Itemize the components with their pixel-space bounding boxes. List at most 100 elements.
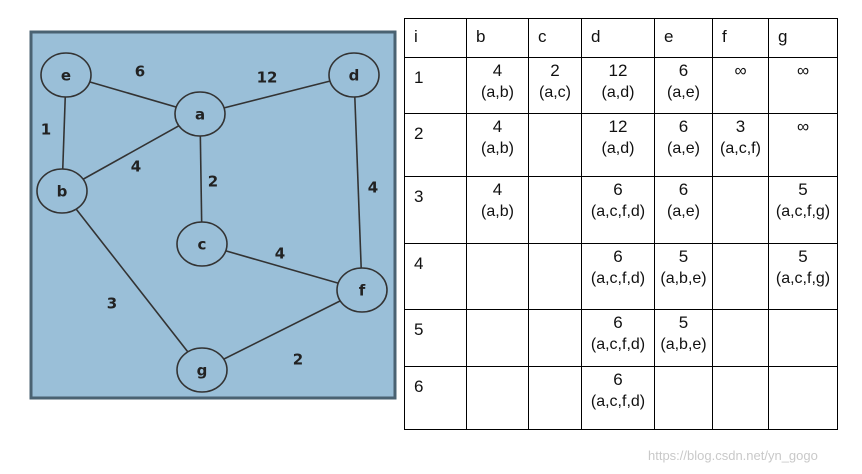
cell-b — [466, 243, 529, 310]
edge-d-f — [353, 74, 363, 291]
watermark-text: https://blog.csdn.net/yn_gogo — [648, 448, 818, 463]
row-index: 2 — [404, 113, 467, 177]
distance-value: 12 — [608, 117, 628, 136]
cell-f — [712, 366, 769, 430]
cell-c — [528, 113, 582, 177]
path-value: (a,c,f) — [720, 140, 761, 157]
distance-value: 12 — [608, 61, 628, 80]
cell-e: 6(a,e) — [654, 57, 713, 114]
cell-c: 2 (a,c) — [528, 57, 582, 114]
path-value: (a,c,f,d) — [590, 270, 646, 287]
path-value: (a,c,f,g) — [775, 270, 831, 287]
cell-b: 4 (a,b) — [466, 113, 529, 177]
edge-b-g — [61, 190, 203, 371]
distance-value: 6 — [613, 180, 623, 199]
distance-value: 6 — [613, 370, 623, 389]
node-e: e — [40, 52, 92, 98]
cell-d: 12 (a,d) — [581, 57, 655, 114]
column-header-c: c — [528, 18, 582, 58]
node-circle-g — [176, 347, 228, 393]
cell-g: ∞ — [768, 113, 838, 177]
cell-f: ∞ — [712, 57, 769, 114]
cell-d: 12(a,d) — [581, 113, 655, 177]
edge-weight-e-a: 6 — [135, 63, 145, 81]
path-value: (a,e) — [667, 140, 700, 157]
cell-g: 5 (a,c,f,g) — [768, 176, 838, 244]
edge-weight-a-c: 2 — [208, 173, 218, 191]
path-value: (a,b,e) — [660, 336, 707, 353]
node-circle-c — [176, 221, 228, 267]
node-circle-b — [36, 168, 88, 214]
path-value: (a,d) — [601, 84, 635, 101]
row-index: 3 — [404, 176, 467, 244]
cell-f: 3 (a,c,f) — [712, 113, 769, 177]
cell-c — [528, 309, 582, 367]
cell-d: 6(a,c,f,d) — [581, 309, 655, 367]
edge-a-d — [199, 74, 355, 115]
distance-value: 4 — [492, 61, 503, 80]
node-circle-d — [328, 52, 380, 98]
graph-background — [29, 30, 397, 400]
edge-weight-e-b: 1 — [41, 121, 51, 139]
node-a: a — [174, 91, 226, 137]
path-value: (a,b) — [481, 84, 514, 101]
distance-value: 6 — [678, 180, 689, 199]
distance-value: ∞ — [796, 117, 810, 136]
distance-value: 2 — [550, 61, 560, 80]
node-circle-e — [40, 52, 92, 98]
path-value: (a,c,f,d) — [590, 393, 646, 410]
node-label-c: c — [198, 236, 207, 254]
table-row-2: 2 4 (a,b) 12(a,d) 6 (a,e) 3 (a,c,f) ∞ — [404, 113, 838, 177]
cell-e — [654, 366, 713, 430]
path-value: (a,b,e) — [660, 270, 707, 287]
cell-e: 5(a,b,e) — [654, 243, 713, 310]
node-b: b — [36, 168, 88, 214]
path-value: (a,b) — [481, 140, 514, 157]
edge-g-f — [201, 289, 363, 371]
cell-c — [528, 243, 582, 310]
distance-value: 4 — [492, 180, 503, 199]
node-label-d: d — [349, 67, 360, 85]
node-c: c — [176, 221, 228, 267]
path-value: (a,c,f,g) — [775, 203, 831, 220]
distance-value: 6 — [613, 247, 623, 266]
cell-g: 5 (a,c,f,g) — [768, 243, 838, 310]
distance-value: 6 — [678, 117, 689, 136]
cell-b: 4 (a,b) — [466, 176, 529, 244]
column-header-b: b — [466, 18, 529, 58]
path-value: (a,e) — [667, 84, 700, 101]
row-index: 5 — [404, 309, 467, 367]
node-label-f: f — [359, 282, 366, 300]
cell-e: 6 (a,e) — [654, 113, 713, 177]
column-header-i: i — [404, 18, 467, 58]
cell-c — [528, 176, 582, 244]
distance-value: 3 — [735, 117, 746, 136]
distance-value: ∞ — [734, 61, 747, 80]
column-header-f: f — [712, 18, 769, 58]
distance-value: 5 — [798, 247, 808, 266]
column-header-e: e — [654, 18, 713, 58]
edge-b-a — [61, 113, 201, 192]
distance-value: 4 — [492, 117, 503, 136]
cell-d: 6(a,c,f,d) — [581, 176, 655, 244]
edge-weight-d-f: 4 — [368, 179, 378, 197]
cell-b — [466, 309, 529, 367]
edge-weight-b-a: 4 — [131, 158, 141, 176]
path-value: (a,c,f,d) — [590, 336, 646, 353]
column-header-g: g — [768, 18, 838, 58]
distance-value: ∞ — [796, 61, 810, 80]
path-value: (a,b) — [481, 203, 514, 220]
edge-weight-b-g: 3 — [107, 295, 117, 313]
edge-weight-c-f: 4 — [275, 245, 285, 263]
distance-value: 5 — [678, 313, 689, 332]
node-circle-a — [174, 91, 226, 137]
path-value: (a,c) — [539, 84, 571, 101]
node-label-e: e — [61, 67, 71, 85]
distance-value: 5 — [798, 180, 808, 199]
